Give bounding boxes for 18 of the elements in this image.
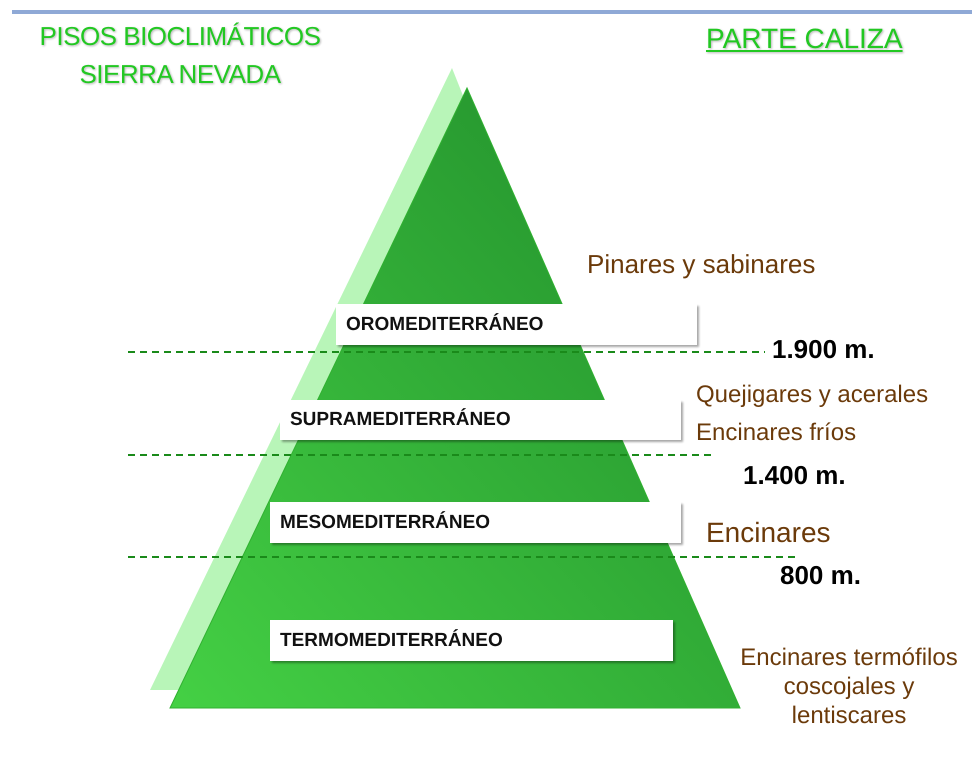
- vegetation-label: Encinares termófilos coscojales y lentiscares: [739, 644, 959, 730]
- zone-label-box: [280, 400, 681, 440]
- zone-name: TERMOMEDITERRÁNEO: [280, 630, 503, 652]
- vegetation-label: Quejigares y acerales: [696, 381, 928, 410]
- vegetation-label: Encinares: [706, 516, 831, 550]
- altitude-label: 1.900 m.: [772, 334, 875, 366]
- vegetation-label: Pinares y sabinares: [587, 249, 816, 280]
- zone-label-box: [270, 502, 681, 543]
- altitude-label: 1.400 m.: [743, 460, 846, 492]
- zone-label-box: [270, 620, 673, 661]
- zone-label-box: [336, 304, 697, 345]
- zone-name: OROMEDITERRÁNEO: [346, 314, 544, 336]
- subtitle: PARTE CALIZA: [706, 22, 903, 56]
- zone-name: MESOMEDITERRÁNEO: [280, 512, 490, 534]
- altitude-label: 800 m.: [780, 560, 861, 592]
- title: PISOS BIOCLIMÁTICOS SIERRA NEVADA: [38, 20, 322, 91]
- zone-name: SUPRAMEDITERRÁNEO: [290, 409, 511, 431]
- vegetation-label: Encinares fríos: [696, 419, 856, 448]
